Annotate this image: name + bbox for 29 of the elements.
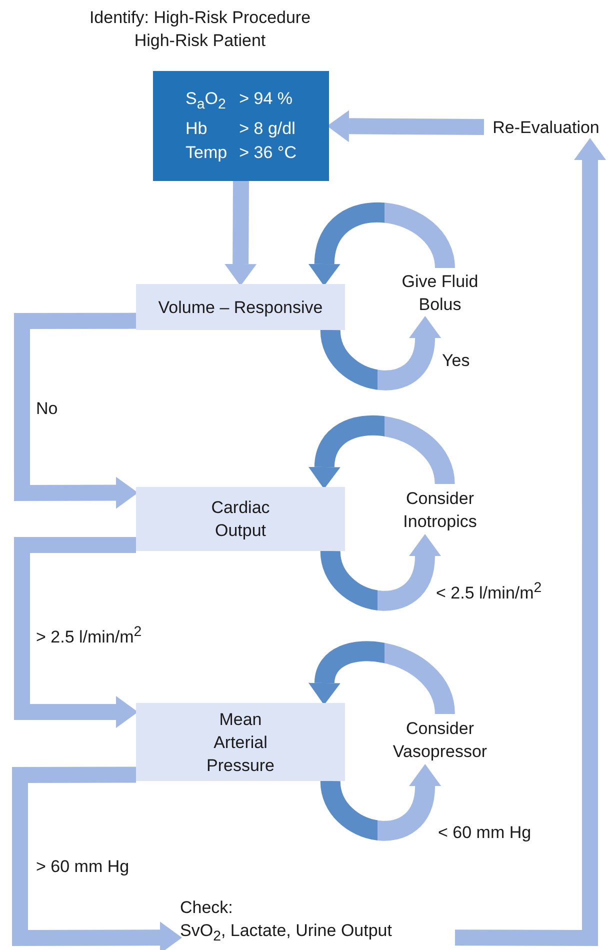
arrow (12, 766, 182, 950)
value-text: > 8 g/dl (239, 118, 296, 140)
parameter-text: Temp (186, 142, 228, 164)
curved-arrow (308, 202, 455, 286)
node-text: Mean Arterial Pressure (205, 708, 276, 776)
value-box (153, 71, 329, 181)
node-text: Cardiac Output (210, 497, 271, 542)
process-box (136, 284, 345, 330)
node-text: Consider Vasopressor (392, 718, 488, 763)
value-text: > 94 % (239, 88, 294, 110)
arrow (224, 180, 257, 286)
arrow (327, 110, 484, 142)
node-text: Give Fluid Bolus (400, 271, 480, 316)
value-text: > 36 °C (239, 142, 296, 164)
arrow (14, 536, 138, 728)
curved-arrow (308, 641, 455, 716)
arrow (454, 138, 606, 946)
node-text: Consider Inotropics (402, 488, 478, 533)
parameter-text: Hb (186, 118, 208, 140)
process-box (136, 487, 345, 551)
arrow (14, 312, 138, 509)
node-text: Volume – Responsive (158, 296, 323, 318)
node-text: Check: (180, 896, 233, 919)
title: Identify: High-Risk Procedure High-Risk Patient (88, 7, 312, 52)
node-text: Re-Evaluation (492, 116, 600, 138)
process-box (136, 703, 345, 781)
parameter-text: S$_{a}$O$_{2}$ (186, 88, 227, 115)
node-text: SvO$_{2}$, Lactate, Urine Output (180, 920, 392, 946)
curved-arrow (308, 416, 455, 489)
